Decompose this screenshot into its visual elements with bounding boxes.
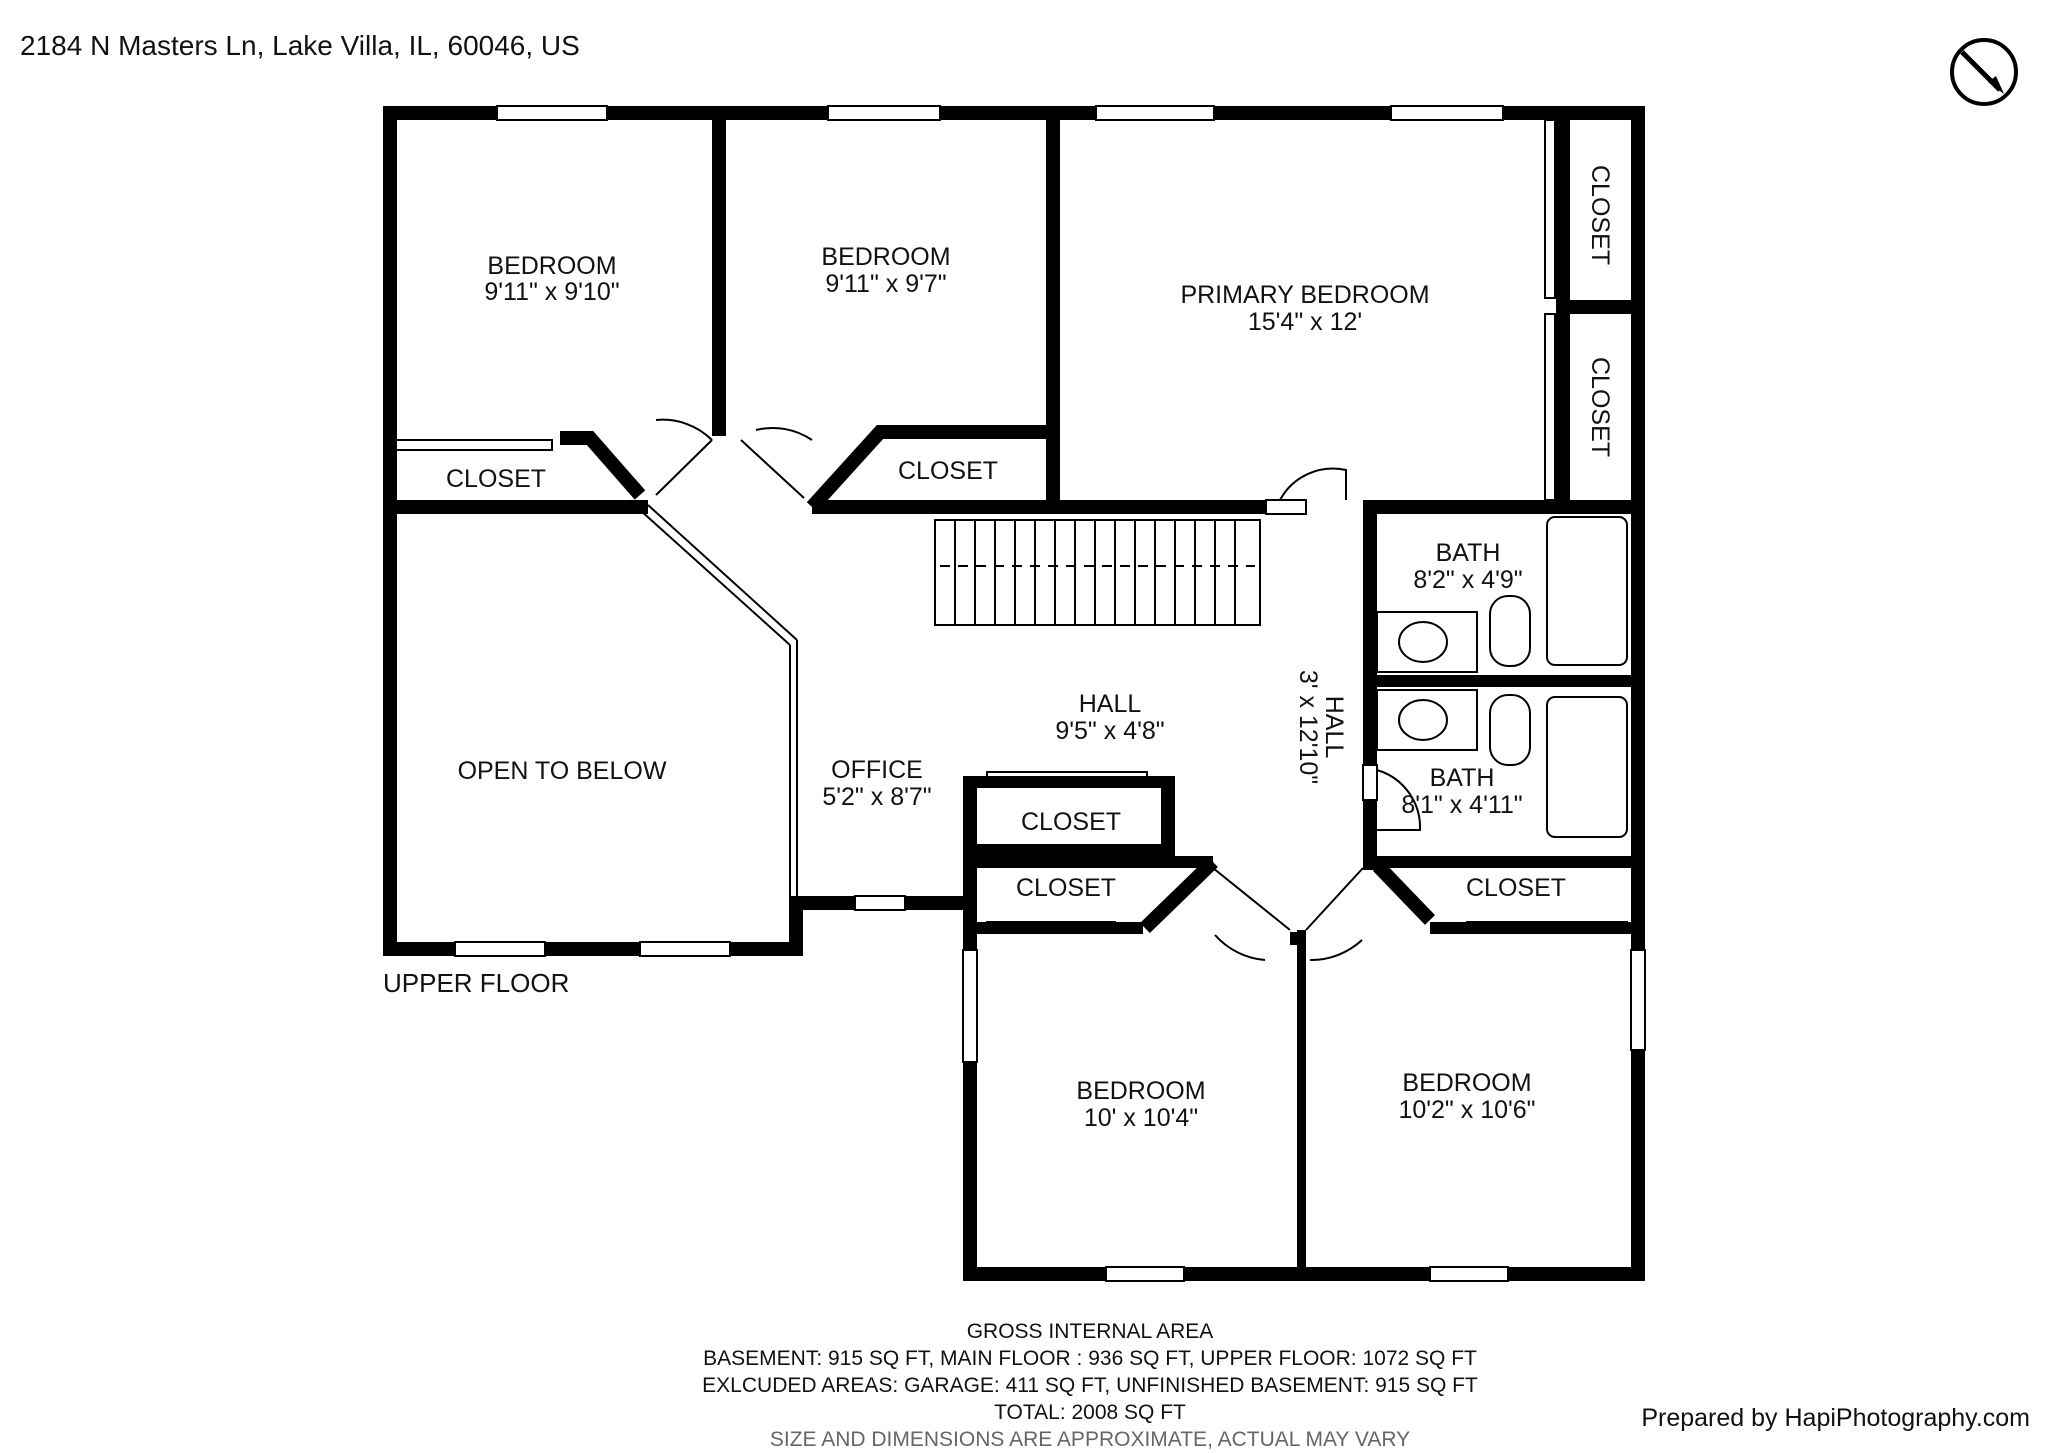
room-dims-hall1: 9'5" x 4'8" <box>1055 717 1164 745</box>
gia-heading: GROSS INTERNAL AREA <box>966 1320 1214 1343</box>
room-name-hall2: HALL <box>1320 696 1348 759</box>
room-name-closet-nw: CLOSET <box>446 465 546 493</box>
stairs <box>934 519 1261 626</box>
gia-disclaimer: SIZE AND DIMENSIONS ARE APPROXIMATE, ACT… <box>769 1428 1411 1451</box>
room-dims-hall2: 3' x 12'10" <box>1294 670 1322 784</box>
room-name-office: OFFICE <box>831 756 923 784</box>
gia-line2: EXLCUDED AREAS: GARAGE: 411 SQ FT, UNFIN… <box>702 1374 1478 1397</box>
room-name-bedroom-nw: BEDROOM <box>487 252 616 280</box>
room-name-closet-n: CLOSET <box>898 457 998 485</box>
room-dims-bath1: 8'2" x 4'9" <box>1413 566 1522 594</box>
room-name-open-below: OPEN TO BELOW <box>458 757 667 785</box>
room-name-closet-sw: CLOSET <box>1016 874 1116 902</box>
gia-line1: BASEMENT: 915 SQ FT, MAIN FLOOR : 936 SQ… <box>703 1347 1477 1370</box>
room-dims-bedroom-sw: 10' x 10'4" <box>1084 1104 1198 1132</box>
room-name-bedroom-n: BEDROOM <box>821 243 950 271</box>
room-dims-bedroom-nw: 9'11" x 9'10" <box>484 278 619 306</box>
angled-walls <box>560 425 1436 945</box>
doors <box>655 418 1422 962</box>
room-dims-office: 5'2" x 8'7" <box>822 783 931 811</box>
partitions <box>394 119 1628 931</box>
gross-internal-area: GROSS INTERNAL AREA BASEMENT: 915 SQ FT,… <box>0 1318 2048 1453</box>
room-name-bath1: BATH <box>1436 539 1501 567</box>
room-name-bedroom-sw: BEDROOM <box>1076 1077 1205 1105</box>
bath-fixtures <box>1376 516 1628 838</box>
room-name-hall1: HALL <box>1079 690 1142 718</box>
room-dims-bath2: 8'1" x 4'11" <box>1401 791 1522 819</box>
room-dims-bedroom-se: 10'2" x 10'6" <box>1398 1096 1535 1124</box>
room-dims-primary: 15'4" x 12' <box>1248 308 1362 336</box>
room-name-closet-p2: CLOSET <box>1586 357 1614 457</box>
room-labels: BEDROOM 9'11" x 9'10" BEDROOM 9'11" x 9'… <box>446 165 1614 1132</box>
room-dims-bedroom-n: 9'11" x 9'7" <box>825 270 946 298</box>
room-name-closet-p1: CLOSET <box>1586 165 1614 265</box>
room-name-bath2: BATH <box>1430 764 1495 792</box>
north-arrow-icon <box>1950 38 2018 106</box>
floor-label: UPPER FLOOR <box>383 968 570 998</box>
gia-total: TOTAL: 2008 SQ FT <box>994 1401 1186 1424</box>
room-name-primary: PRIMARY BEDROOM <box>1180 281 1429 309</box>
address-text: 2184 N Masters Ln, Lake Villa, IL, 60046… <box>20 30 580 61</box>
credit-text: Prepared by HapiPhotography.com <box>1641 1404 2030 1432</box>
room-name-bedroom-se: BEDROOM <box>1402 1069 1531 1097</box>
windows <box>454 105 1646 1282</box>
room-name-closet-se: CLOSET <box>1466 874 1566 902</box>
room-name-closet-hall: CLOSET <box>1021 808 1121 836</box>
